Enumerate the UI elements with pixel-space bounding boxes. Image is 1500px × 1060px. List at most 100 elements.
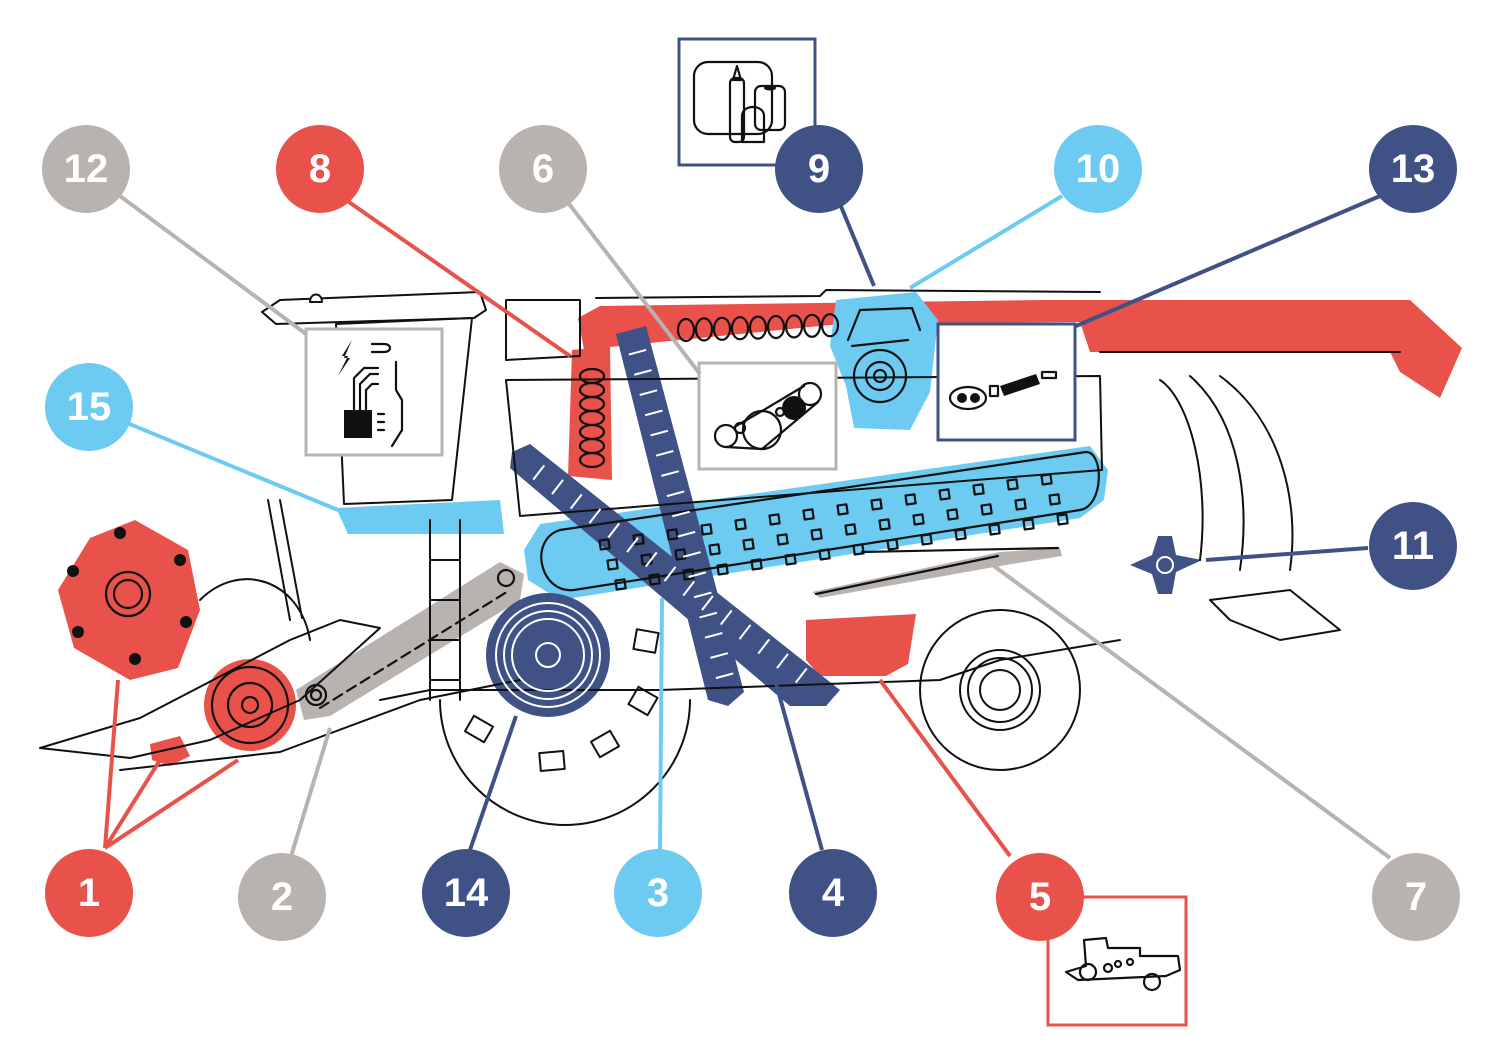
main-body [505,299,581,361]
unloading-auger-highlight[interactable] [578,300,1462,398]
engine-highlight[interactable] [830,292,938,430]
callout-8[interactable]: 8 [276,125,364,213]
callout-11[interactable]: 11 [1369,502,1457,590]
inset-electronics [304,327,444,457]
chassis [379,639,1121,701]
cab-platform-highlight[interactable] [336,500,504,534]
callout-number: 10 [1076,147,1121,191]
callout-number: 3 [647,871,669,915]
rotor-perforation [818,548,831,561]
rotor-perforation [614,578,627,591]
rotor-perforation [1056,513,1069,526]
rotor-perforation [844,523,857,536]
callout-number: 1 [78,871,100,915]
rotor-perforation [954,528,967,541]
elevator-paddle [672,510,690,518]
callout-5[interactable]: 5 [996,853,1084,941]
rotor-perforation [734,518,747,531]
reel-hub-highlight[interactable] [58,520,200,680]
header-drum-rings [210,665,290,745]
leader-5 [878,678,1012,858]
rotor-perforation [912,513,925,526]
rotor-perforation [768,513,781,526]
rotor-perforation [972,483,985,496]
rotor-perforation [802,508,815,521]
straw-walker-highlight[interactable] [812,548,1062,598]
elevator-paddle [688,571,707,578]
front-wheel-lugs [463,628,660,773]
elevator-paddle [699,611,718,619]
callout-6[interactable]: 6 [499,125,587,213]
rear-hood [1099,351,1401,571]
combine-outline [39,289,1401,826]
spreader-highlight[interactable] [1130,536,1202,594]
callout-4[interactable]: 4 [789,849,877,937]
leader-15 [119,418,339,512]
callout-2[interactable]: 2 [238,853,326,941]
rotor-perforation [904,493,917,506]
callout-number: 4 [822,871,845,915]
rotor-perforation [666,528,679,541]
rotor-perforation [1006,478,1019,491]
elevator-paddle [666,490,685,498]
callout-12[interactable]: 12 [42,125,130,213]
elevator-paddle [644,409,663,417]
leader-10 [908,194,1064,290]
auger-flight [748,315,768,340]
feeder-house-highlight[interactable] [296,562,524,720]
callout-14[interactable]: 14 [422,849,510,937]
callout-9[interactable]: 9 [775,125,863,213]
callout-number: 12 [64,147,109,191]
rotor-perforation [946,508,959,521]
elevator-paddle [663,566,677,582]
elevator-paddle [633,369,652,376]
clean-grain-elevator-highlight[interactable] [616,326,744,706]
rotor-perforation [742,538,755,551]
elevator-paddle [588,508,602,524]
auger-flight [766,314,786,340]
auger-flight [694,317,714,342]
rotor-perforation [648,573,661,586]
callout-3[interactable]: 3 [614,849,702,937]
callout-7[interactable]: 7 [1372,853,1460,941]
callout-number: 2 [271,875,293,919]
rotor-perforation [598,538,611,551]
rotor-perforation [886,538,899,551]
elevator-paddle [650,429,669,437]
rotor-perforation [716,563,729,576]
grain-elevator-auger-highlight[interactable] [568,346,612,480]
callout-15[interactable]: 15 [45,363,133,451]
rotor-perforation [1048,493,1061,506]
leader-11 [1205,546,1369,562]
callout-13[interactable]: 13 [1369,125,1457,213]
elevator-paddle [719,609,733,626]
main-body-lower [505,375,1103,517]
combine-drive-layout-icon [1064,936,1182,992]
knife-section-highlight[interactable] [150,736,190,766]
leader-9 [838,203,876,287]
elevator-paddle [639,389,658,396]
rotor-perforation [870,498,883,511]
leader-12 [118,194,308,336]
callout-1[interactable]: 1 [45,849,133,937]
inset-hydraulics [936,322,1077,442]
rear-shroud [1209,589,1341,641]
leader-14 [468,715,518,851]
callout-10[interactable]: 10 [1054,125,1142,213]
elevator-paddle [569,493,583,510]
straw-walker-shaft [814,546,1060,596]
leader-8 [344,198,572,358]
leader-4 [772,675,824,851]
roof-line [595,289,1101,299]
rotor-perforation [920,533,933,546]
cleaning-shoe-highlight[interactable] [806,614,916,676]
rotor-perforations [598,473,1069,591]
elevator-paddle [776,653,789,669]
rotor-perforation [938,488,951,501]
header-frame [39,619,381,759]
header-drum-highlight[interactable] [204,659,296,751]
elevator-paddle [682,551,701,558]
callout-leaders [103,194,1392,887]
elevator-paddle [551,479,564,495]
rotor-perforation [836,503,849,516]
